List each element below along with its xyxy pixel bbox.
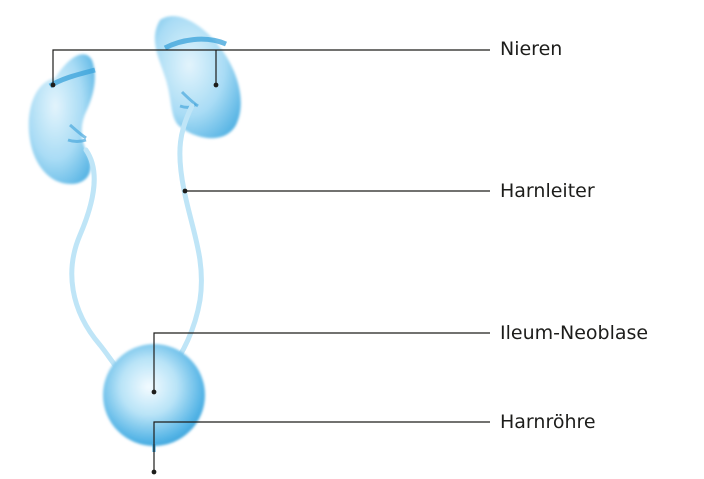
right-kidney	[154, 16, 241, 139]
label-ureter: Harnleiter	[500, 180, 595, 202]
urethra-leader-line	[153, 421, 490, 472]
label-urethra: Harnröhre	[500, 411, 596, 433]
right-ureter	[167, 103, 204, 373]
label-neobladder: Ileum-Neoblase	[500, 322, 649, 344]
neobladder-leader-line	[153, 332, 490, 392]
ureters	[69, 103, 204, 381]
left-ureter	[69, 147, 131, 381]
leader-dots	[50, 82, 219, 475]
left-kidney	[28, 54, 96, 185]
label-kidneys: Nieren	[500, 38, 563, 60]
leader-lines	[52, 49, 490, 472]
kidney-leader-line	[52, 49, 490, 85]
